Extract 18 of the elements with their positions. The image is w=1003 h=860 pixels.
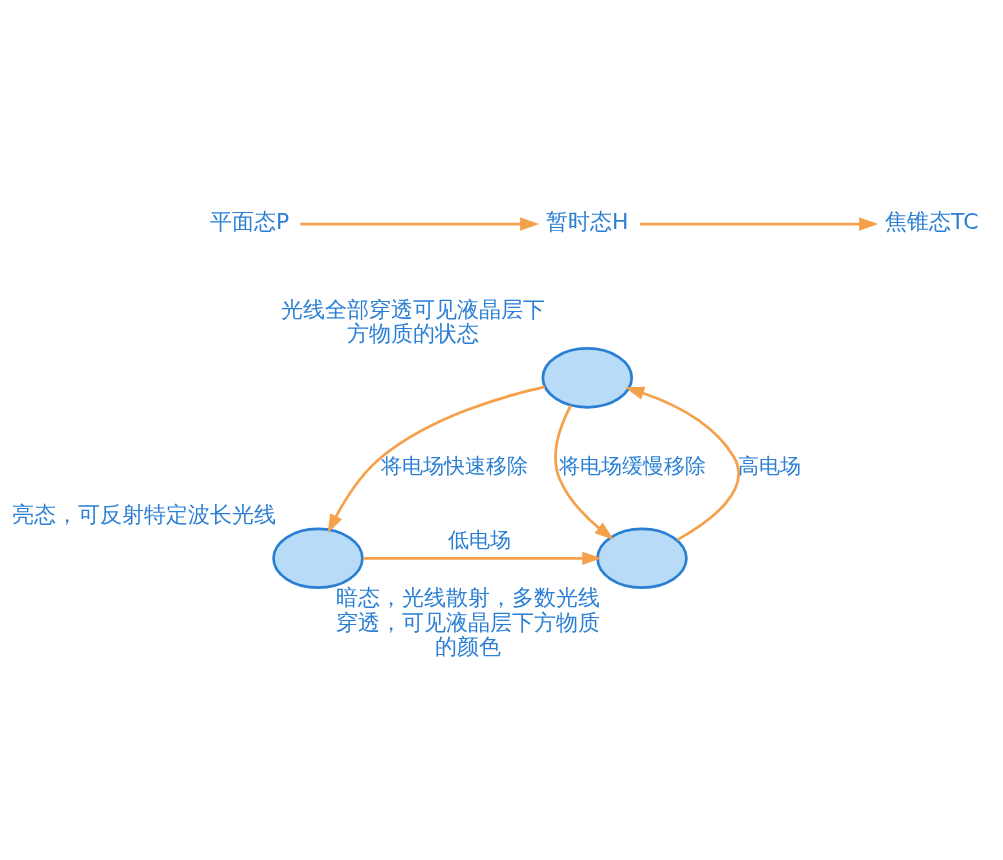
edge-label: 将电场缓慢移除 [558,453,706,478]
arrow [327,385,546,533]
edge-label: 高电场 [737,453,801,478]
node-label: 暗态，光线散射，多数光线穿透，可见液晶层下方物质的颜色 [335,584,600,659]
node-text: 焦锥态TC [885,208,979,234]
arrow [363,551,602,565]
node-ellipse [596,527,688,589]
arrow [639,216,879,231]
node-label: 亮态，可反射特定波长光线 [11,501,276,527]
edge-label: 低电场 [448,527,512,552]
node-text: 平面态P [210,208,290,234]
node-ellipse [541,346,634,409]
node-text: 暂时态H [546,208,629,234]
arrow [554,404,614,540]
node-label: 光线全部穿透可见液晶层下方物质的状态 [280,296,545,346]
edge-label: 将电场快速移除 [381,453,529,478]
arrow [300,216,540,231]
arrow [625,386,740,541]
